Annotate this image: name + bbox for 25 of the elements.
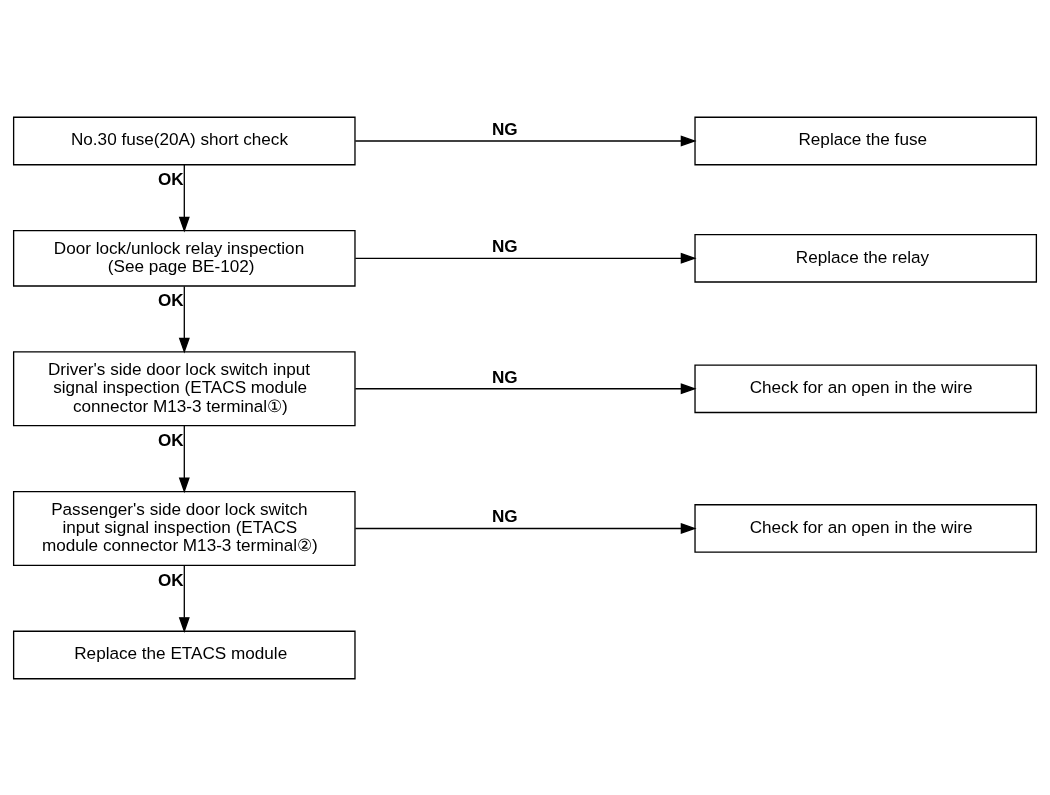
arrow <box>178 424 190 493</box>
arrow <box>354 522 697 534</box>
node-box: Replace the ETACS module <box>12 630 356 679</box>
arrow <box>354 382 697 394</box>
arrow <box>178 163 190 232</box>
arrow <box>354 134 697 147</box>
edge-label: OK <box>157 289 184 310</box>
node-box: Replace the fuse <box>694 116 1038 165</box>
edge-label: NG <box>492 505 518 526</box>
node-box: Driver's side door lock switch input signal inspection (ETACS module connector M13-3 terminal①) <box>12 350 356 426</box>
node-box: Door lock/unlock relay inspection (See page BE-102) <box>12 229 356 287</box>
arrow <box>178 564 190 633</box>
edge-label: NG <box>492 118 518 139</box>
edge-label: OK <box>157 569 184 590</box>
node-box: Passenger's side door lock switch input signal inspection (ETACS module connector M13-3 terminal②) <box>12 490 356 566</box>
edge-label: NG <box>492 235 518 256</box>
edge-label: OK <box>157 429 184 450</box>
node-box: No.30 fuse(20A) short check <box>12 116 356 165</box>
node-box: Check for an open in the wire <box>694 503 1038 553</box>
node-box: Replace the relay <box>694 233 1038 283</box>
edge-label: NG <box>492 366 518 387</box>
edge-label: OK <box>157 168 184 189</box>
node-box: Check for an open in the wire <box>694 363 1038 413</box>
arrow <box>178 285 190 354</box>
arrow <box>354 252 697 264</box>
